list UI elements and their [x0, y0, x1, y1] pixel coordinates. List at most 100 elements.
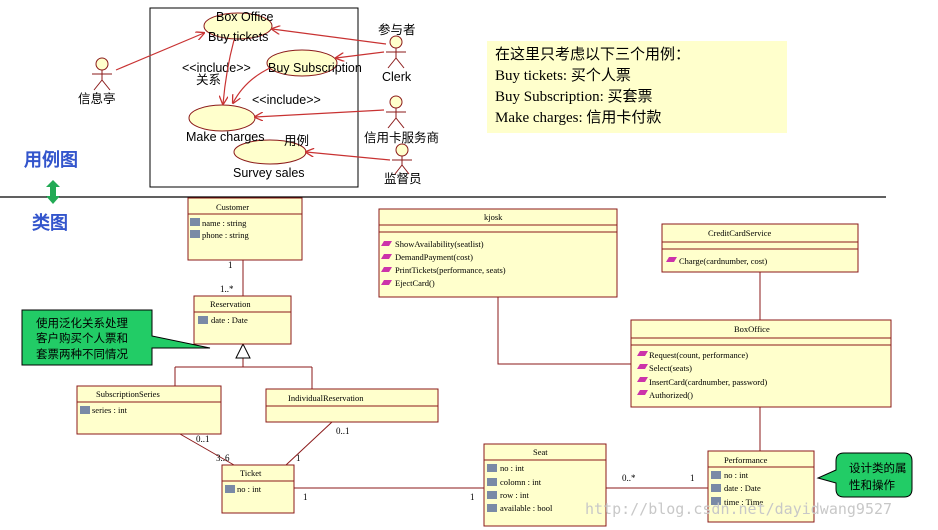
class-kiosk: kjosk ShowAvailability(seatlist) DemandP… [378, 208, 618, 298]
class-diagram-title: 类图 [32, 213, 68, 234]
class-box-office-op: InsertCard(cardnumber, password) [649, 377, 767, 387]
actor-kiosk-icon [92, 57, 112, 91]
assoc-card-make-charges [255, 109, 385, 117]
usecase-label: 用例 [284, 134, 309, 148]
class-performance-attr: time : Time [724, 497, 763, 507]
class-performance-attr: date : Date [724, 483, 761, 493]
actor-card-service-label: 信用卡服务商 [364, 130, 439, 145]
class-seat: Seat no : int colomn : int row : int ava… [483, 443, 607, 527]
class-customer-name: Customer [216, 202, 249, 212]
multiplicity: 1 [296, 453, 301, 463]
class-seat-attr: available : bool [500, 503, 553, 513]
include-arrow-tickets [223, 39, 235, 104]
scope-note-line: 在这里只考虑以下三个用例： [495, 47, 691, 63]
callout-design-line: 设计类的属 [849, 461, 907, 475]
multiplicity: 1..* [220, 284, 234, 294]
class-performance-name: Performance [724, 455, 768, 465]
usecase-make-charges [188, 104, 256, 132]
assoc-clerk-buy-subscription [336, 51, 385, 58]
assoc-clerk-buy-tickets [272, 29, 387, 45]
actor-supervisor-icon [392, 143, 412, 175]
class-credit-card-service-op: Charge(cardnumber, cost) [679, 256, 767, 266]
include-label-1: <<include>> [182, 61, 251, 75]
callout-design: 设计类的属 性和操作 [816, 452, 913, 498]
usecase-make-charges-label: Make charges [186, 130, 265, 144]
class-seat-name: Seat [533, 447, 548, 457]
class-credit-card-service: CreditCardService Charge(cardnumber, cos… [661, 223, 859, 273]
class-ticket: Ticket no : int [221, 464, 295, 514]
class-box-office-op: Select(seats) [649, 363, 692, 373]
usecase-diagram-title: 用例图 [24, 150, 78, 171]
class-credit-card-service-name: CreditCardService [708, 228, 771, 238]
system-boundary [149, 7, 359, 188]
relation-label: 关系 [196, 73, 221, 87]
class-kiosk-op: ShowAvailability(seatlist) [395, 239, 484, 249]
actor-clerk-icon [386, 35, 406, 69]
assoc-individual-ticket [285, 421, 333, 466]
multiplicity: 1 [228, 260, 233, 270]
class-customer-attr: phone : string [202, 230, 249, 240]
class-subscription-series-name: SubscriptionSeries [96, 389, 160, 399]
scope-note: 在这里只考虑以下三个用例： Buy tickets: 买个人票 Buy Subs… [487, 41, 787, 133]
usecase-buy-tickets-label: Buy tickets [208, 30, 268, 44]
callout-generalization-line: 套票两种不同情况 [36, 347, 128, 361]
multiplicity: 0..1 [336, 426, 350, 436]
class-seat-attr: no : int [500, 463, 525, 473]
multiplicity: 0..1 [196, 434, 210, 444]
class-reservation: Reservation date : Date [193, 295, 292, 345]
assoc-supervisor-survey [306, 152, 391, 161]
double-arrow-icon [46, 180, 60, 204]
system-title: Box Office [216, 10, 273, 24]
class-kiosk-name: kjosk [484, 212, 503, 222]
assoc-series-ticket [179, 433, 235, 466]
class-individual-reservation: IndividualReservation [265, 388, 439, 423]
multiplicity: 3..6 [216, 453, 230, 463]
class-customer-attr: name : string [202, 218, 247, 228]
class-reservation-name: Reservation [210, 299, 251, 309]
scope-note-line: Buy tickets: 买个人票 [495, 68, 631, 84]
usecase-buy-subscription [266, 49, 338, 77]
class-subscription-series: SubscriptionSeries series : int [76, 385, 222, 435]
actor-label-annotation: 参与者 [378, 22, 416, 37]
usecase-survey-sales-label: Survey sales [233, 166, 305, 180]
class-subscription-series-attr: series : int [92, 405, 128, 415]
callout-generalization-line: 使用泛化关系处理 [36, 316, 128, 330]
callout-generalization-line: 客户购买个人票和 [36, 331, 128, 345]
include-label-2: <<include>> [252, 93, 321, 107]
actor-supervisor-label: 监督员 [384, 171, 422, 186]
usecase-buy-subscription-label: Buy Subscription [268, 61, 362, 75]
class-reservation-attr: date : Date [211, 315, 248, 325]
actor-card-service-icon [386, 95, 406, 129]
generalization-arrowhead [235, 342, 251, 359]
class-individual-reservation-name: IndividualReservation [288, 393, 364, 403]
class-box-office-op: Authorized() [649, 390, 693, 400]
class-seat-attr: colomn : int [500, 477, 542, 487]
assoc-kiosk-buy-tickets [115, 33, 204, 71]
class-customer: Customer name : string phone : string [187, 197, 303, 261]
callout-design-line: 性和操作 [849, 478, 895, 492]
include-arrow-subscription [233, 67, 271, 103]
assoc-kiosk-boxoffice [497, 297, 631, 365]
class-box-office-name: BoxOffice [734, 324, 770, 334]
class-performance: Performance no : int date : Date time : … [707, 450, 815, 523]
class-performance-attr: no : int [724, 470, 749, 480]
watermark: http://blog.csdn.net/dayidwang9527 [585, 500, 893, 518]
multiplicity: 1 [690, 473, 695, 483]
multiplicity: 1 [303, 492, 308, 502]
multiplicity: 1 [470, 492, 475, 502]
scope-note-line: Buy Subscription: 买套票 [495, 89, 653, 105]
class-box-office-op: Request(count, performance) [649, 350, 748, 360]
scope-note-line: Make charges: 信用卡付款 [495, 110, 662, 126]
class-kiosk-op: EjectCard() [395, 278, 435, 288]
class-ticket-name: Ticket [240, 468, 262, 478]
class-kiosk-op: PrintTickets(performance, seats) [395, 265, 506, 275]
class-ticket-attr: no : int [237, 484, 262, 494]
multiplicity: 0..* [622, 473, 636, 483]
class-box-office: BoxOffice Request(count, performance) Se… [630, 319, 892, 408]
class-seat-attr: row : int [500, 490, 529, 500]
actor-clerk-label: Clerk [382, 70, 412, 84]
callout-generalization: 使用泛化关系处理 客户购买个人票和 套票两种不同情况 [21, 309, 211, 366]
class-kiosk-op: DemandPayment(cost) [395, 252, 473, 262]
actor-kiosk-label: 信息亭 [78, 91, 116, 106]
